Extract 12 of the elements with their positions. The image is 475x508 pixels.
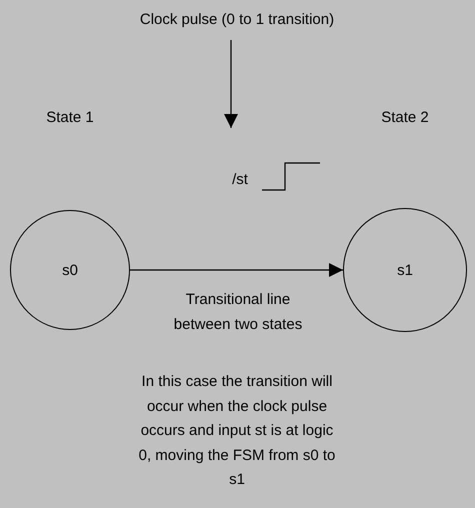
transition-note: Transitional line between two states: [172, 290, 304, 334]
state-label: State 1: [45, 108, 95, 128]
input-condition-label: /st: [231, 170, 249, 190]
clock-pulse-text: Clock pulse (0 to 1 transition): [107, 6, 367, 32]
state-name: s1: [397, 260, 413, 280]
explanation-note: In this case the transition will occur when the clock pulse occurs and input st is at logic 0, moving the FSM from s0 to s1: [138, 372, 336, 490]
state-circle: [10, 210, 130, 330]
arrow: [224, 40, 238, 128]
arrow: [130, 263, 343, 277]
state-label: State 2: [380, 108, 430, 128]
state-circle: [343, 208, 467, 332]
state-name: s0: [62, 260, 78, 280]
